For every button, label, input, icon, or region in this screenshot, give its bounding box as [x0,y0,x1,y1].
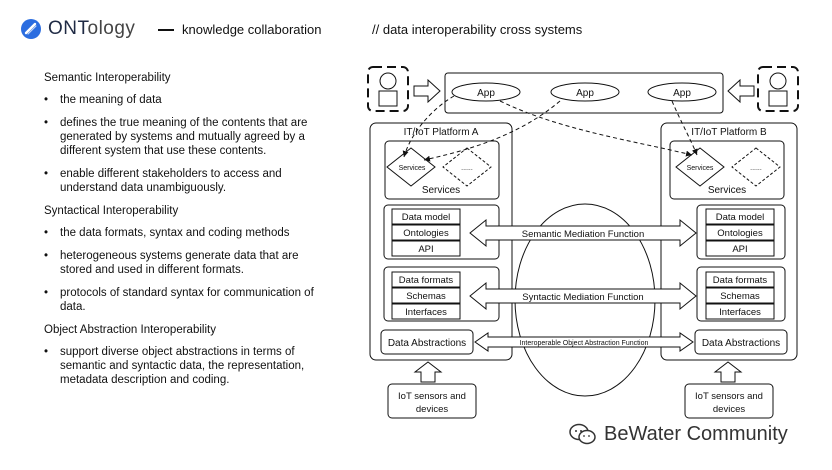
logo-text-thin: ology [87,18,136,39]
syntactic-stack-b [696,266,786,322]
services-box-a [384,140,500,200]
object-abstraction-label: Interoperable Object Abstraction Functio… [520,340,649,347]
semantic-mediation-arrow [469,218,697,248]
header-left: knowledge collaboration [158,22,321,37]
data-formats-label: Data formats [399,275,454,286]
data-abstractions-label: Data Abstractions [702,338,780,349]
syntactic-mediation-label: Syntactic Mediation Function [522,292,643,303]
services-label-b: Services [708,185,746,196]
data-formats-label: Data formats [713,275,768,286]
app-node-2: App [550,82,620,102]
data-abstractions-label: Data Abstractions [388,338,466,349]
app3-to-services-b [671,100,698,156]
dots-label: ...... [750,165,762,172]
platform-a-title: IT/IoT Platform A [404,127,479,138]
list-item: the data formats, syntax and coding meth… [44,226,314,240]
sensors-label-line2: devices [713,404,745,415]
ontologies-label: Ontologies [403,228,449,239]
dash-icon [158,28,174,31]
section-title: Semantic Interoperability [44,72,171,84]
data-model-label: Data model [716,212,765,223]
user-left-arrow [413,78,441,104]
section-title: Object Abstraction Interoperability [44,324,216,336]
app1-to-services-b [499,100,693,157]
services-dashed-diamond-b [731,147,781,187]
semantic-stack-b [696,204,786,260]
syntactic-mediation-arrow [469,281,697,311]
services-box-b [669,140,785,200]
services-small-label: Services [399,165,426,172]
logo-text-bold: ONT [48,18,88,39]
bullet-list: the meaning of data defines the true mea… [44,93,314,195]
object-abstraction-arrow [474,332,694,352]
app-node-3: App [647,82,717,102]
section-semantic: Semantic Interoperability the meaning of… [44,71,314,195]
header-right-title: // data interoperability cross systems [372,22,583,37]
app-label: App [576,88,594,99]
ontology-logo: ONTology [20,18,135,40]
services-small-label: Services [687,165,714,172]
sensors-box-b [684,383,774,419]
section-syntactical: Syntactical Interoperability the data fo… [44,204,314,314]
data-model-label: Data model [402,212,451,223]
sensors-box-a [387,383,477,419]
semantic-mediation-label: Semantic Mediation Function [522,229,645,240]
app2-to-services-a [423,100,561,162]
app-bar [444,72,724,114]
platform-a-box [369,122,513,361]
app-node-1: App [451,82,521,102]
user-right-arrow [727,78,755,104]
user-right-icon [757,66,799,112]
app-label: App [673,88,691,99]
services-dashed-diamond-a [442,147,492,187]
interfaces-label: Interfaces [405,307,447,318]
sensors-label-line1: IoT sensors and [398,391,466,402]
services-label-a: Services [422,185,460,196]
schemas-label: Schemas [406,291,446,302]
platform-b-box [660,122,798,361]
data-abstractions-b [694,329,788,355]
section-object-abstraction: Object Abstraction Interoperability supp… [44,323,314,387]
list-item: heterogeneous systems generate data that… [44,249,314,277]
logo-text: ONTology [48,18,135,40]
data-abstractions-a [380,329,474,355]
api-label: API [732,244,747,255]
services-diamond-b [675,147,725,187]
left-column: Semantic Interoperability the meaning of… [44,71,314,396]
ontology-logo-icon [21,19,41,39]
api-label: API [418,244,433,255]
list-item: protocols of standard syntax for communi… [44,286,314,314]
sensor-up-arrow-a [413,361,443,383]
user-left-icon [367,66,409,112]
header-left-title: knowledge collaboration [182,22,322,37]
sensor-up-arrow-b [713,361,743,383]
list-item: the meaning of data [44,93,314,107]
list-item: support diverse object abstractions in t… [44,345,314,387]
dots-label: ...... [461,165,473,172]
watermark-text: BeWater Community [604,422,788,445]
app1-to-services-a [402,95,455,158]
bullet-list: the data formats, syntax and coding meth… [44,226,314,314]
watermark: BeWater Community [568,422,788,446]
sensors-label-line1: IoT sensors and [695,391,763,402]
list-item: enable different stakeholders to access … [44,167,314,195]
interfaces-label: Interfaces [719,307,761,318]
schemas-label: Schemas [720,291,760,302]
app-label: App [477,88,495,99]
bullet-list: support diverse object abstractions in t… [44,345,314,387]
list-item: defines the true meaning of the contents… [44,116,314,158]
platform-b-title: IT/IoT Platform B [691,127,767,138]
sensors-label-line2: devices [416,404,448,415]
wechat-icon [569,423,596,445]
section-title: Syntactical Interoperability [44,205,179,217]
ontologies-label: Ontologies [717,228,763,239]
